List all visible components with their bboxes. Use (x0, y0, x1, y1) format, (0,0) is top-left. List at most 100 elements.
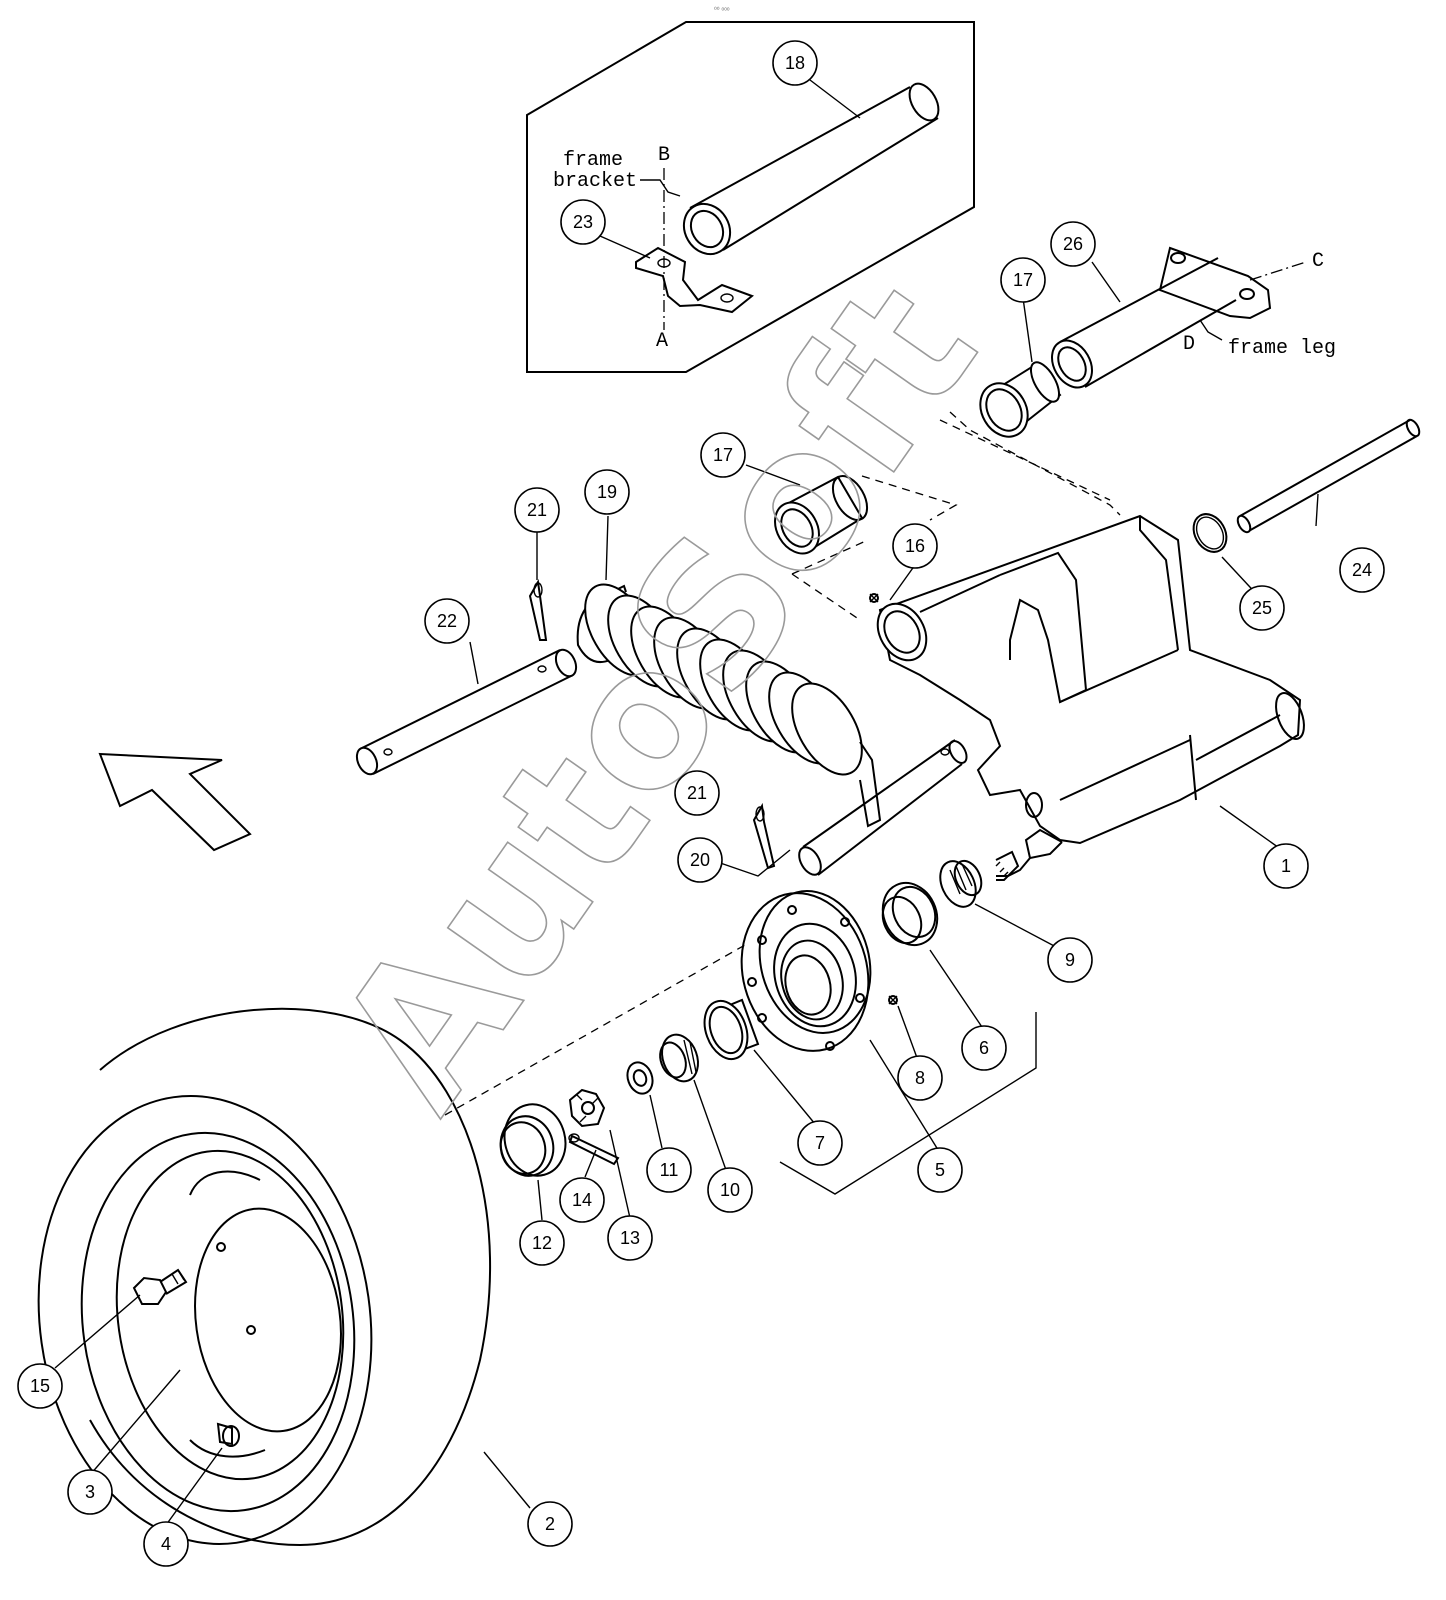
callout-label: 10 (720, 1180, 740, 1200)
callout-circle (527, 1501, 573, 1547)
part-2-tire (37, 1007, 491, 1547)
callout-circle (646, 1147, 692, 1193)
label-bracket: bracket (553, 170, 637, 193)
callout-c24: 24 (1339, 547, 1385, 593)
callout-label: 21 (527, 500, 547, 520)
callout-circle (677, 837, 723, 883)
part-23-bracket (635, 246, 755, 314)
callout-c19: 19 (584, 469, 630, 515)
callout-label: 24 (1352, 560, 1372, 580)
callout-circle (707, 1167, 753, 1213)
part-25-ring (1192, 513, 1228, 553)
callout-c2: 2 (527, 1501, 573, 1547)
callout-label: 14 (572, 1190, 592, 1210)
callout-c16: 16 (892, 523, 938, 569)
callout-label: 26 (1063, 234, 1083, 254)
part-19-spring (576, 583, 882, 828)
callout-c5: 5 (917, 1147, 963, 1193)
part-13-castle-nut (568, 1088, 606, 1128)
callout-c13: 13 (607, 1215, 653, 1261)
callout-label: 7 (815, 1133, 825, 1153)
part-16-grease-fitting (869, 593, 879, 603)
callout-circle (1339, 547, 1385, 593)
label-c: C (1312, 250, 1324, 273)
callout-c20: 20 (677, 837, 723, 883)
callout-circle (892, 523, 938, 569)
callout-label: 25 (1252, 598, 1272, 618)
callout-label: 12 (532, 1233, 552, 1253)
callout-circle (961, 1025, 1007, 1071)
label-a: A (656, 330, 668, 353)
callout-label: 18 (785, 53, 805, 73)
callout-label: 2 (545, 1514, 555, 1534)
callout-c25: 25 (1239, 585, 1285, 631)
part-21-cotter-pin-upper (528, 578, 548, 641)
callout-c18: 18 (772, 40, 818, 86)
callout-c15: 15 (17, 1363, 63, 1409)
callout-c9: 9 (1047, 937, 1093, 983)
callout-c22: 22 (424, 598, 470, 644)
callout-circle (17, 1363, 63, 1409)
part-6-bearing-race (881, 881, 939, 947)
callout-c6: 6 (961, 1025, 1007, 1071)
part-3-wheel-rim (115, 1149, 345, 1481)
callout-label: 6 (979, 1038, 989, 1058)
part-7-bearing-race (703, 998, 760, 1061)
part-12-dust-cap (499, 1103, 567, 1177)
callout-circle (514, 487, 560, 533)
part-20-pin (798, 739, 968, 876)
callout-circle (143, 1521, 189, 1567)
callout-circle (700, 432, 746, 478)
part-26-frame-leg-tube (1051, 246, 1272, 389)
callout-circle (772, 40, 818, 86)
leader-lines (54, 79, 1319, 1526)
callout-label: 17 (713, 445, 733, 465)
callout-label: 19 (597, 482, 617, 502)
callout-c17a: 17 (1000, 257, 1046, 303)
callout-c1: 1 (1263, 843, 1309, 889)
part-21-cotter-pin-lower (752, 802, 776, 870)
part-4-lug-nut (216, 1422, 240, 1447)
part-10-bearing-cone (659, 1033, 699, 1083)
inset-detail: B A frame bracket (526, 21, 975, 373)
part-5-hub (740, 890, 872, 1052)
callout-circle (1047, 937, 1093, 983)
callout-label: 3 (85, 1482, 95, 1502)
top-marker: ⁰⁰ ᵒᵒᵒ (714, 6, 730, 14)
callout-c26: 26 (1050, 221, 1096, 267)
part-1-axle-frame (876, 514, 1305, 881)
hub-assembly-bracket (779, 1012, 1037, 1195)
watermark: AutoSoft (296, 245, 1019, 1145)
callout-circle (1000, 257, 1046, 303)
callout-label: 9 (1065, 950, 1075, 970)
callout-circle (1050, 221, 1096, 267)
part-9-bearing-cone (939, 859, 983, 908)
callout-circle (897, 1055, 943, 1101)
part-8-grease-fitting (888, 995, 898, 1005)
callout-circle (519, 1220, 565, 1266)
part-17-upper-bushing (979, 361, 1062, 438)
label-b: B (658, 144, 670, 167)
callout-label: 1 (1281, 856, 1291, 876)
callout-label: 17 (1013, 270, 1033, 290)
callout-circle (1263, 843, 1309, 889)
frame-bracket-leader (640, 179, 681, 197)
callout-label: 8 (915, 1068, 925, 1088)
callout-c23: 23 (560, 199, 606, 245)
callout-circle (560, 199, 606, 245)
part-15-wheel-bolt (132, 1268, 188, 1305)
callout-label: 4 (161, 1534, 171, 1554)
callout-circle (797, 1120, 843, 1166)
callout-label: 15 (30, 1376, 50, 1396)
label-d: D (1183, 333, 1195, 356)
callout-label: 20 (690, 850, 710, 870)
frame-leg-leader (1199, 319, 1223, 341)
callout-label: 5 (935, 1160, 945, 1180)
callout-circle (584, 469, 630, 515)
callout-label: 16 (905, 536, 925, 556)
callout-label: 22 (437, 611, 457, 631)
callout-circle (424, 598, 470, 644)
callout-circle (67, 1469, 113, 1515)
callout-c12: 12 (519, 1220, 565, 1266)
